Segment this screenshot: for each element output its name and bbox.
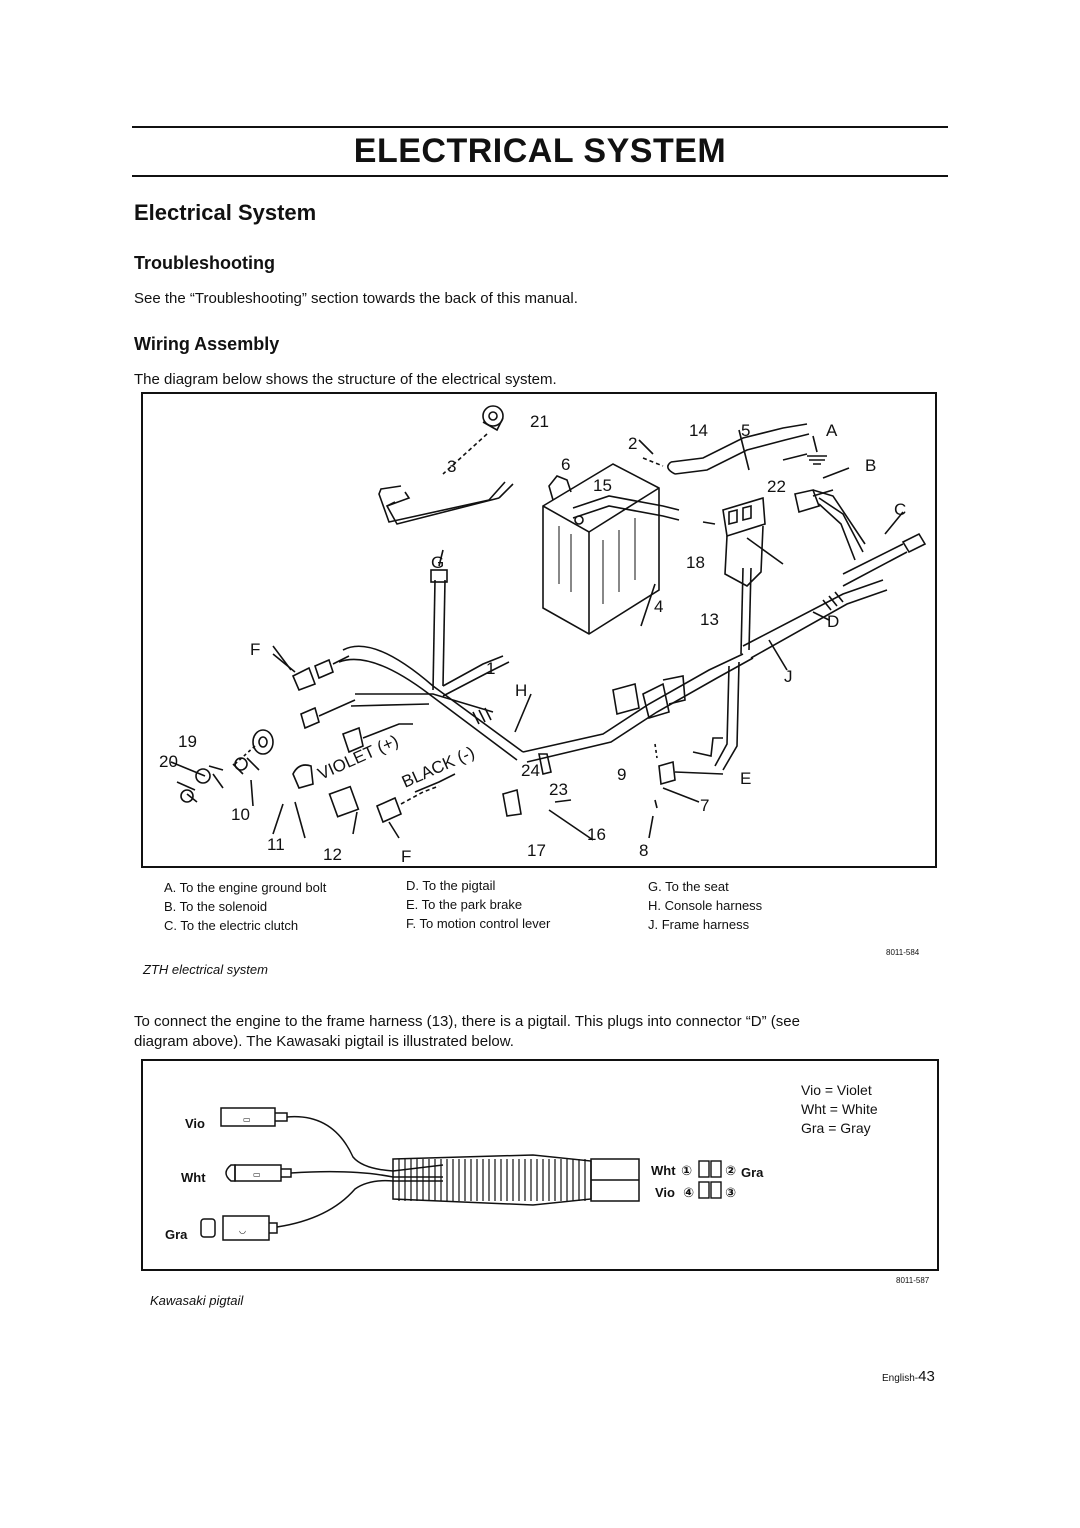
callout-label: 8 <box>639 841 648 860</box>
callout-label: 16 <box>587 825 606 844</box>
callout-label: 4 <box>654 597 663 616</box>
callout-label: B <box>865 456 876 475</box>
page-banner: ELECTRICAL SYSTEM <box>353 132 727 170</box>
pigtail-figure-code: 8011-587 <box>896 1276 930 1285</box>
callout-label: 7 <box>700 796 709 815</box>
legend-col-1: A. To the engine ground bolt B. To the s… <box>164 878 326 935</box>
footer-language: English- <box>882 1373 919 1384</box>
page-footer: English-43 <box>882 1368 935 1386</box>
legend-item: C. To the electric clutch <box>164 918 299 933</box>
callout-label: 15 <box>593 476 612 495</box>
callout-label: 22 <box>767 477 786 496</box>
figure-code: 8011-584 <box>886 948 920 957</box>
plug-mark-icon: ◡ <box>239 1226 246 1235</box>
section-title: Electrical System <box>134 200 317 225</box>
callout-label: 24 <box>521 761 540 780</box>
wire-label-wht: Wht <box>181 1170 206 1185</box>
callout-label: 3 <box>447 457 456 476</box>
callout-label: 21 <box>530 412 549 431</box>
harness-violet-label: VIOLET (+) <box>315 731 401 783</box>
header-rule-top <box>132 126 948 128</box>
conduit-ribs <box>398 1159 586 1201</box>
callout-label: 23 <box>549 780 568 799</box>
connector-pin-block <box>698 1160 722 1199</box>
callout-label: E <box>740 769 751 788</box>
connector-label-wht: Wht <box>651 1163 676 1178</box>
connector-label-vio: Vio <box>655 1185 675 1200</box>
callout-label: 1 <box>486 659 495 678</box>
connector-pin-1: ① <box>681 1163 692 1178</box>
callout-label: F <box>401 847 411 866</box>
header-rule-bottom <box>132 175 948 177</box>
legend-item: H. Console harness <box>648 898 763 913</box>
legend-item: A. To the engine ground bolt <box>164 880 327 895</box>
connector-pin-2: ② <box>725 1163 736 1178</box>
wiring-diagram: VIOLET (+) BLACK (-) 21 2 14 5 A 3 6 B 1… <box>159 405 927 866</box>
callout-label: H <box>515 681 527 700</box>
troubleshooting-text: See the “Troubleshooting” section toward… <box>134 290 578 307</box>
wiring-heading: Wiring Assembly <box>134 334 280 354</box>
callout-label: 20 <box>159 752 178 771</box>
legend-item: F. To motion control lever <box>406 916 551 931</box>
callout-label: G <box>431 553 444 572</box>
callout-label: D <box>827 612 839 631</box>
legend-item: D. To the pigtail <box>406 878 496 893</box>
pigtail-diagram-frame: ▭ ▭ ◡ Vio Wht Gra Wht ① ② Gra Vio ④ ③ Vi… <box>141 1059 939 1271</box>
pigtail-intro-line-1: To connect the engine to the frame harne… <box>134 1013 800 1030</box>
page-number: 43 <box>918 1368 935 1385</box>
callout-label: 12 <box>323 845 342 864</box>
callout-label: 5 <box>741 421 750 440</box>
pigtail-caption: Kawasaki pigtail <box>150 1293 244 1308</box>
pigtail-intro-line-2: diagram above). The Kawasaki pigtail is … <box>134 1033 514 1050</box>
troubleshooting-heading: Troubleshooting <box>134 253 275 273</box>
callout-label: 14 <box>689 421 708 440</box>
legend-item: J. Frame harness <box>648 917 750 932</box>
legend-item: B. To the solenoid <box>164 899 268 914</box>
legend-col-3: G. To the seat H. Console harness J. Fra… <box>648 877 762 934</box>
wire-label-vio: Vio <box>185 1116 205 1131</box>
callout-label: 11 <box>267 835 285 854</box>
callout-label: C <box>894 500 906 519</box>
color-key-item: Gra = Gray <box>801 1120 871 1136</box>
figure-caption: ZTH electrical system <box>143 962 268 977</box>
callout-label: A <box>826 421 838 440</box>
pigtail-diagram: ▭ ▭ ◡ Vio Wht Gra Wht ① ② Gra Vio ④ ③ <box>165 1107 764 1242</box>
plug-mark-icon: ▭ <box>253 1170 261 1179</box>
wiring-diagram-frame: VIOLET (+) BLACK (-) 21 2 14 5 A 3 6 B 1… <box>141 392 937 868</box>
legend-item: G. To the seat <box>648 879 729 894</box>
callout-label: 10 <box>231 805 250 824</box>
callout-label: 2 <box>628 434 637 453</box>
callout-label: 17 <box>527 841 546 860</box>
wire-label-gra: Gra <box>165 1227 188 1242</box>
plug-mark-icon: ▭ <box>243 1115 251 1124</box>
harness-black-label: BLACK (-) <box>399 743 477 792</box>
callout-label: 9 <box>617 765 626 784</box>
legend-item: E. To the park brake <box>406 897 523 912</box>
color-key-item: Wht = White <box>801 1101 878 1117</box>
connector-pin-3: ③ <box>725 1185 736 1200</box>
callout-label: J <box>784 667 793 686</box>
connector-pin-4: ④ <box>683 1185 694 1200</box>
callout-label: 6 <box>561 455 570 474</box>
wiring-intro: The diagram below shows the structure of… <box>134 371 557 388</box>
callout-label: F <box>250 640 260 659</box>
legend-col-2: D. To the pigtail E. To the park brake F… <box>406 876 550 933</box>
callout-label: 18 <box>686 553 705 572</box>
callout-label: 13 <box>700 610 719 629</box>
color-key-item: Vio = Violet <box>801 1082 872 1098</box>
color-key: Vio = Violet Wht = White Gra = Gray <box>801 1081 878 1138</box>
connector-label-gra: Gra <box>741 1165 764 1180</box>
callout-label: 19 <box>178 732 197 751</box>
